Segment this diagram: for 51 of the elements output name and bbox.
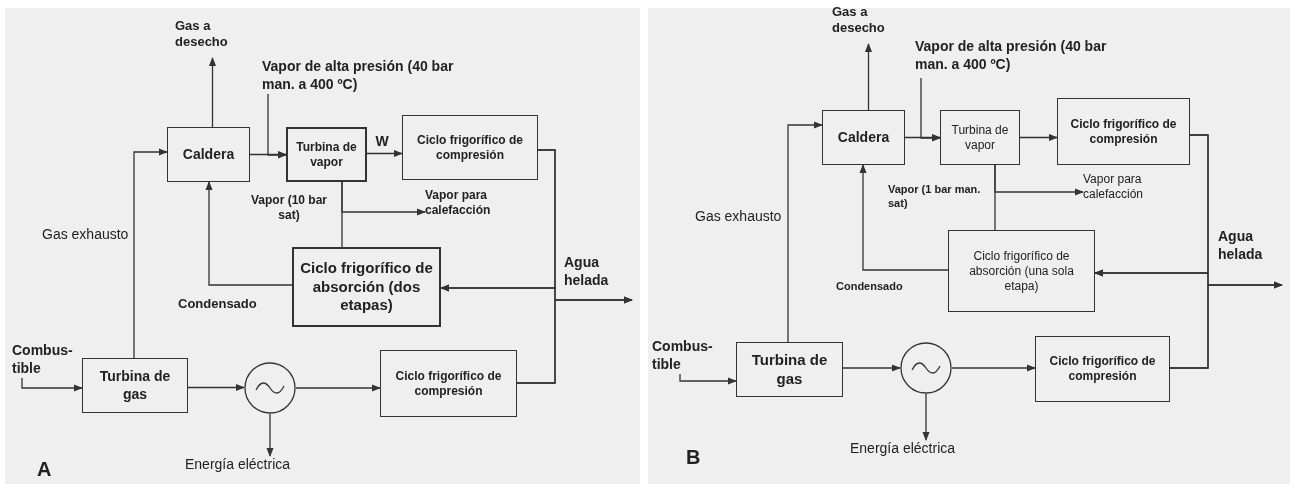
arrow (864, 43, 873, 111)
steam-turbine-box: Turbina de vapor (286, 127, 367, 182)
connector-line (341, 181, 343, 248)
arrow (904, 133, 941, 142)
connector-line (994, 164, 996, 231)
absorption-cycle-box: Ciclo frigorífico de absorción (una sola etapa) (948, 230, 1095, 312)
gas-turbine-box: Turbina de gas (82, 358, 188, 413)
compression-cycle-box: Ciclo frigorífico de compresión (380, 350, 517, 417)
stream-label: Energía eléctrica (850, 440, 1010, 462)
boiler-box: Caldera (167, 127, 250, 182)
panel-letter: B (686, 445, 701, 470)
stream-label: Vapor para calefacción (1083, 172, 1173, 222)
generator-symbol (244, 362, 296, 414)
arrow (205, 181, 293, 286)
arrow (366, 149, 403, 158)
arrow (859, 164, 949, 271)
arrow (842, 364, 901, 372)
arrow (266, 413, 274, 457)
stream-label: Vapor de alta presión (40 bar man. a 400 ºC) (915, 38, 1140, 78)
stream-label: Energía eléctrica (185, 456, 340, 478)
absorption-cycle-box: Ciclo frigorífico de absorción (dos etapas) (292, 247, 441, 327)
arrow (787, 121, 823, 343)
arrow (295, 384, 381, 392)
stream-label: Vapor para calefacción (425, 188, 520, 242)
panel-letter: A (37, 457, 52, 482)
arrow (267, 93, 287, 159)
diagram-panel (5, 8, 640, 484)
diagram-panel (648, 8, 1290, 484)
stream-label: Combus- tible (12, 342, 82, 378)
stream-label: Combus- tible (652, 338, 727, 374)
arrow (951, 364, 1036, 372)
gas-turbine-box: Turbina de gas (736, 342, 843, 397)
generator-symbol (900, 342, 952, 394)
arrow (516, 296, 633, 384)
steam-turbine-box: Turbina de vapor (940, 110, 1020, 165)
arrow (922, 393, 930, 441)
arrow (679, 373, 737, 385)
compression-cycle-box: Ciclo frigorífico de compresión (1057, 98, 1190, 165)
arrow (920, 77, 941, 142)
compression-cycle-box: Ciclo frigorífico de compresión (402, 115, 538, 180)
compression-cycle-box: Ciclo frigorífico de compresión (1035, 336, 1170, 402)
arrow (1019, 133, 1058, 142)
boiler-box: Caldera (822, 110, 905, 165)
arrow (249, 150, 287, 159)
arrow (187, 383, 245, 392)
arrow (133, 148, 168, 359)
stream-label: Gas a desecho (175, 18, 265, 58)
arrow (21, 377, 83, 392)
arrow (208, 57, 217, 128)
stream-label: Vapor de alta presión (40 bar man. a 400 ºC) (262, 58, 477, 94)
arrow (1169, 281, 1283, 369)
